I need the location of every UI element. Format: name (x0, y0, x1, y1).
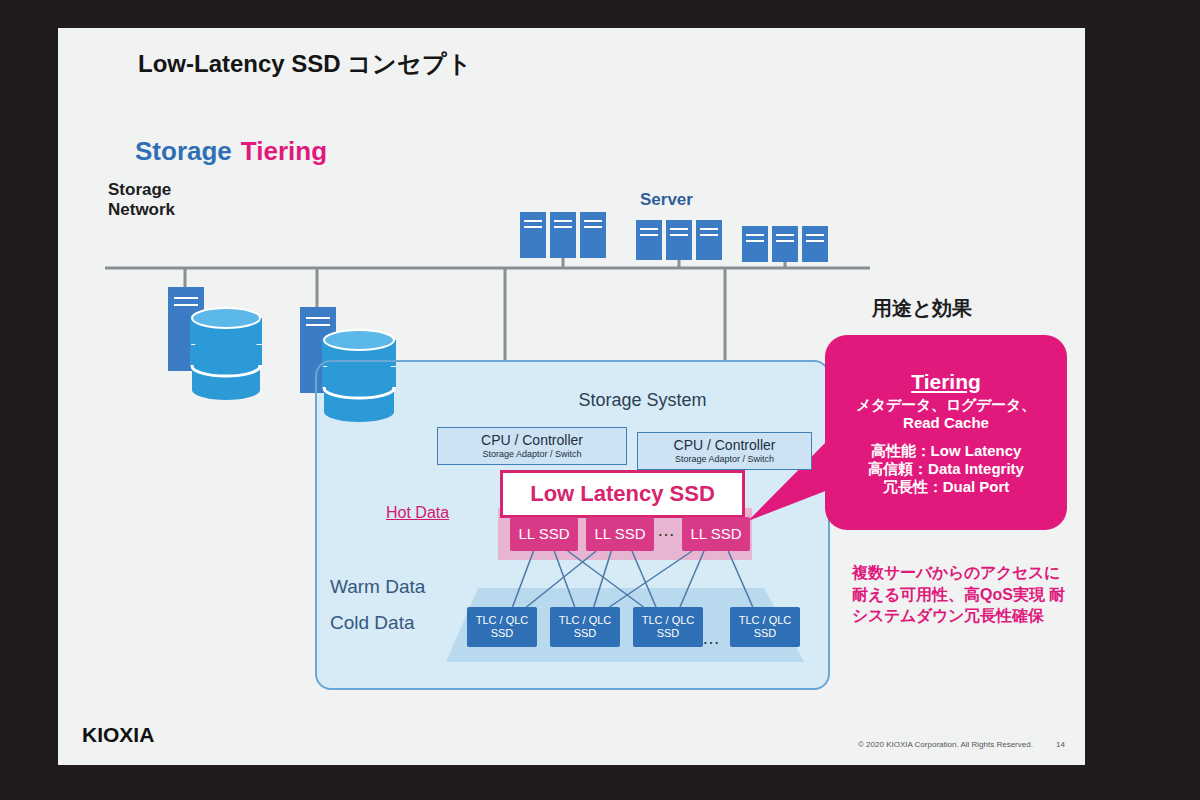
node-text: 高信頼：Data Integrity (868, 460, 1024, 478)
copyright: © 2020 KIOXIA Corporation. All Rights Re… (858, 740, 1033, 750)
callout-box: Tieringメタデータ、ログデータ、 Read Cache 高性能：Low La… (825, 335, 1067, 530)
ssd-connector (594, 551, 612, 607)
tier-label: Warm Data (330, 576, 425, 599)
tlc-qlc-ssd-box: TLC / QLC SSD (633, 607, 703, 647)
ssd-connector (728, 551, 753, 607)
storage-system-box: Storage SystemCPU / ControllerStorage Ad… (315, 360, 830, 690)
heading-word: Storage (135, 136, 232, 167)
ll-ssd-box: LL SSD (682, 517, 750, 551)
cold-tier-band (446, 588, 804, 662)
tier-label: Cold Data (330, 612, 415, 635)
ssd-connector (568, 551, 644, 607)
node-heading: LL SSD (518, 525, 569, 543)
ssd-connector (680, 551, 704, 607)
ll-ssd-box: LL SSD (510, 517, 578, 551)
section-heading: 用途と効果 (872, 296, 972, 320)
company-logo: KIOXIA (82, 722, 154, 747)
node-heading: TLC / QLC SSD (640, 614, 696, 640)
node-text: 高性能：Low Latency (871, 442, 1022, 460)
ellipsis: … (702, 628, 720, 650)
node-heading: LL SSD (690, 525, 741, 543)
node-heading: CPU / Controller (481, 432, 583, 449)
node-text: 冗長性：Dual Port (883, 478, 1010, 496)
heading-word: Tiering (241, 136, 327, 167)
ssd-connector (513, 551, 534, 607)
server-icons (520, 212, 828, 262)
ellipsis: … (657, 520, 675, 542)
note-text: 複数サーバからのアクセスに 耐える可用性、高QoS実現 耐システムダウン冗長性確… (852, 562, 1074, 627)
node-heading: LL SSD (594, 525, 645, 543)
node-heading: Tiering (911, 369, 981, 394)
node-heading: TLC / QLC SSD (474, 614, 530, 640)
node-heading: CPU / Controller (674, 437, 776, 454)
node-heading: TLC / QLC SSD (557, 614, 613, 640)
node-text: メタデータ、ログデータ、 Read Cache (846, 396, 1046, 432)
ll-ssd-box: LL SSD (586, 517, 654, 551)
page-number: 14 (1056, 740, 1065, 750)
ssd-connector (554, 551, 575, 607)
tier-label: Hot Data (386, 503, 449, 522)
ssd-tier-title-box: Low Latency SSD (500, 470, 745, 518)
node-heading: Storage System (457, 390, 828, 412)
ssd-connector (527, 551, 597, 607)
network-label: Storage Network (108, 180, 198, 221)
controller-box: CPU / ControllerStorage Adaptor / Switch (637, 432, 812, 470)
slide-title: Low-Latency SSD コンセプト (138, 50, 472, 79)
storage-system-fill (315, 360, 830, 690)
node-heading: TLC / QLC SSD (737, 614, 793, 640)
ssd-connector (632, 551, 656, 607)
node-text: Storage Adaptor / Switch (675, 454, 774, 465)
tlc-qlc-ssd-box: TLC / QLC SSD (550, 607, 620, 647)
node-text: Storage Adaptor / Switch (482, 449, 581, 460)
ssd-connector (610, 551, 693, 607)
tlc-qlc-ssd-box: TLC / QLC SSD (467, 607, 537, 647)
node-heading: Low Latency SSD (530, 481, 715, 507)
tlc-qlc-ssd-box: TLC / QLC SSD (730, 607, 800, 647)
server-label: Server (640, 190, 693, 210)
storage-icon (168, 287, 262, 400)
controller-box: CPU / ControllerStorage Adaptor / Switch (437, 427, 627, 465)
slide-background (58, 28, 1085, 765)
